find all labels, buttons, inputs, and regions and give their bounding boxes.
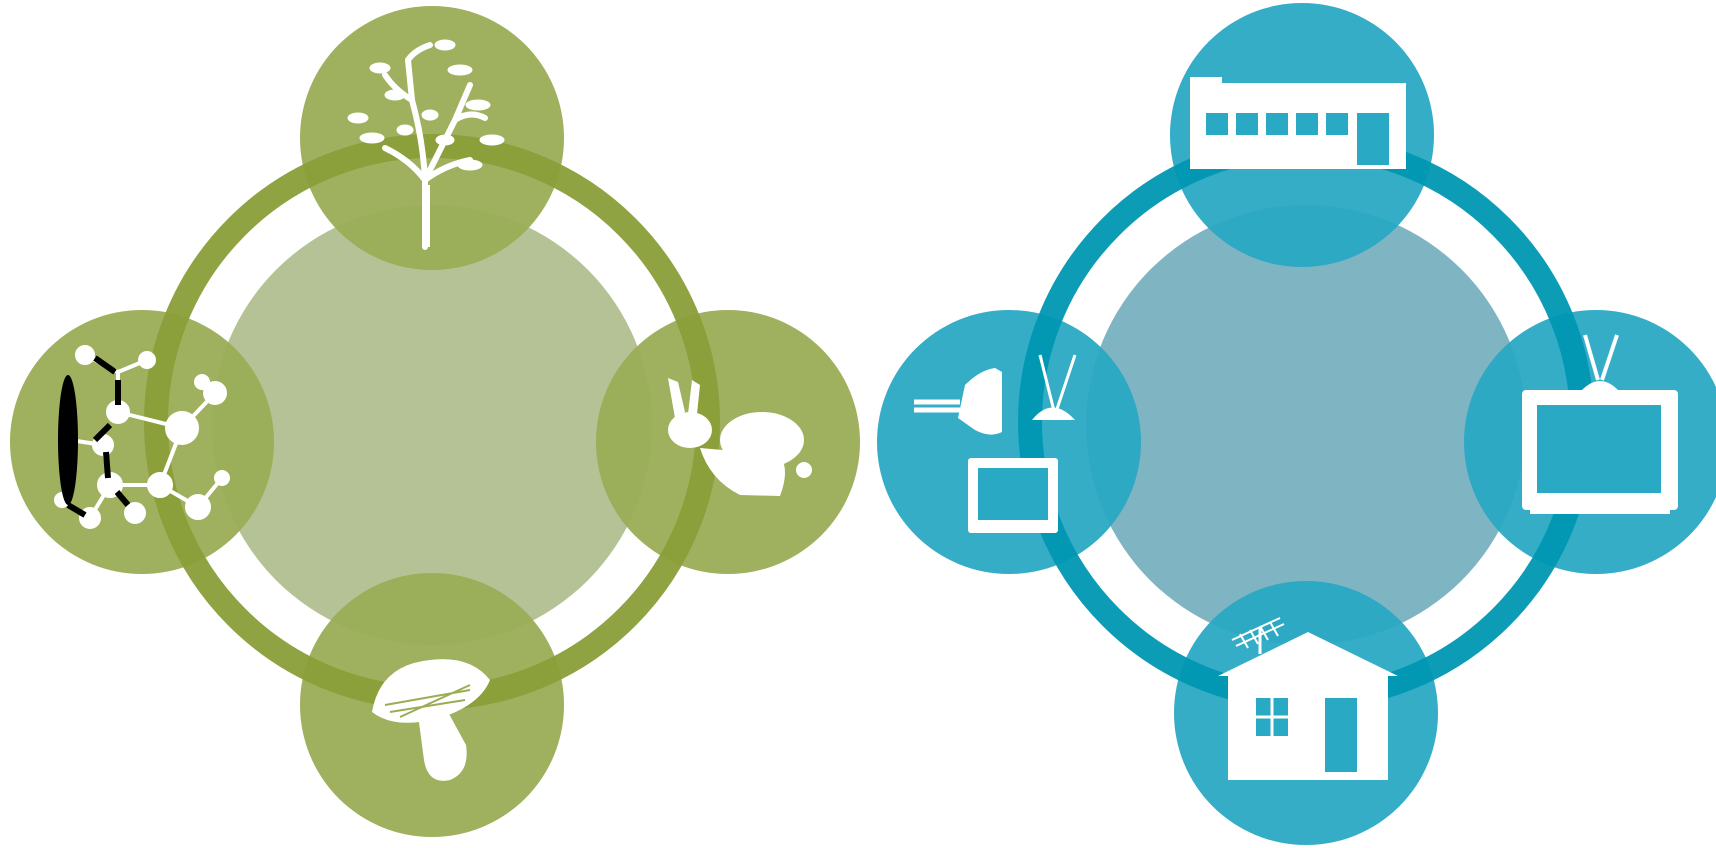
- mushroom-icon: [372, 659, 490, 781]
- nature-left-node: [10, 310, 274, 574]
- technology-center-circle: [1086, 205, 1526, 645]
- television-icon: [1522, 334, 1678, 514]
- plug-tv-icon: [914, 354, 1077, 533]
- nature-center-circle: [212, 205, 652, 645]
- molecule-icon: [54, 345, 230, 529]
- nature-cycle-diagram: [10, 6, 860, 837]
- house-antenna-icon: [1218, 617, 1398, 780]
- technology-cycle-diagram: [877, 3, 1716, 845]
- technology-left-node: [877, 310, 1141, 574]
- factory-icon: [1190, 77, 1406, 169]
- tree-icon: [347, 39, 505, 250]
- rabbit-icon: [668, 378, 812, 496]
